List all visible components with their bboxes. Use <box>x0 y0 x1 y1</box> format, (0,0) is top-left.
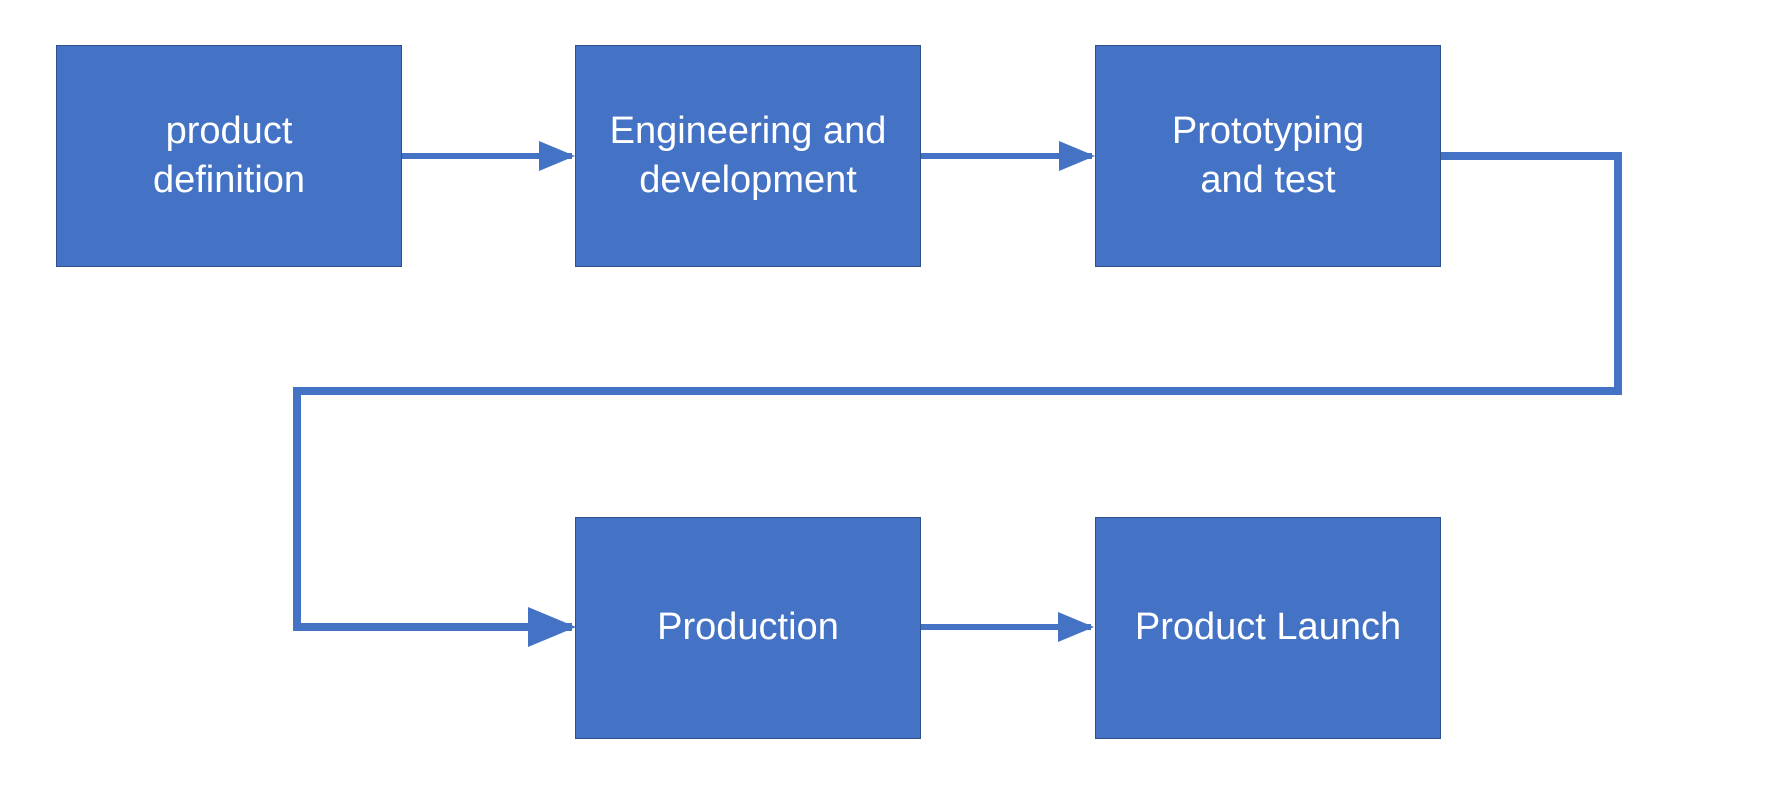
step-label: product definition <box>152 109 306 201</box>
step-engineering-and-development: Engineering and development <box>575 45 921 267</box>
step-prototyping-and-test: Prototyping and test <box>1095 45 1441 267</box>
step-production: Production <box>575 517 921 739</box>
step-label: Engineering and development <box>609 109 887 201</box>
step-label: Prototyping and test <box>1171 109 1365 201</box>
step-label: Production <box>657 606 839 649</box>
step-product-definition: product definition <box>56 45 402 267</box>
connector-arrow-3 <box>293 152 1622 647</box>
step-product-launch: Product Launch <box>1095 517 1441 739</box>
step-label: Product Launch <box>1134 606 1402 649</box>
